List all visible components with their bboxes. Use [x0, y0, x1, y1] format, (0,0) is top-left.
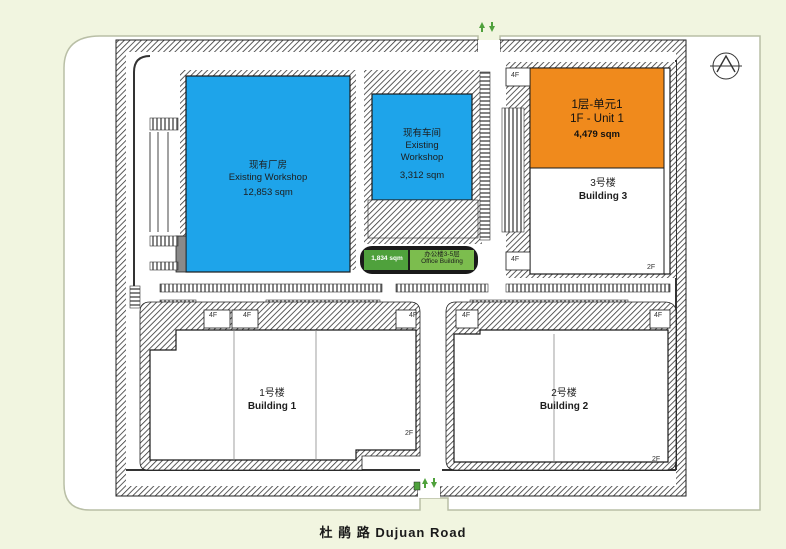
- building-1-floor-b: 4F: [243, 312, 252, 319]
- existing-workshop-large-shape: [149, 70, 356, 273]
- office-building-area: 1,834 sqm: [371, 255, 403, 262]
- existing-workshop-small-shape: [364, 70, 491, 244]
- office-building-name-cn: 办公楼3-5层: [424, 251, 460, 258]
- building-1-name-cn: 1号楼: [259, 388, 285, 399]
- building-2-floor-side: 2F: [652, 456, 661, 463]
- existing-workshop-large-label[interactable]: 现有厂房 Existing Workshop 12,853 sqm: [200, 160, 336, 199]
- building-1-floor-c: 4F: [409, 312, 418, 319]
- gate-south: [418, 482, 440, 498]
- building-3-unit-area: 4,479 sqm: [574, 128, 620, 140]
- building-3-name-en: Building 3: [578, 190, 628, 202]
- existing-workshop-large-name-cn: 现有厂房: [248, 160, 287, 171]
- building-1-shape: [139, 301, 421, 471]
- office-building-shape: [360, 246, 478, 274]
- existing-workshop-small-name-en: Existing: [405, 139, 439, 151]
- building-2-floor-b: 4F: [654, 312, 663, 319]
- existing-workshop-small-area: 3,312 sqm: [399, 169, 445, 181]
- north-arrow-icon: [710, 52, 742, 80]
- building-1-name-en: Building 1: [247, 400, 297, 412]
- building-3-unit-cn: 1层-单元1: [571, 99, 623, 111]
- existing-workshop-large-name-en: Existing Workshop: [228, 171, 308, 183]
- building-2-floor-a: 4F: [462, 312, 471, 319]
- building-3-floor-side: 2F: [647, 264, 656, 271]
- gate-south-post: [413, 481, 421, 491]
- existing-workshop-small-label[interactable]: 现有车间 Existing Workshop 3,312 sqm: [374, 128, 470, 182]
- existing-workshop-small-name-en-2: Workshop: [400, 151, 444, 163]
- building-2-name-en: Building 2: [539, 400, 589, 412]
- building-3-floor-bottom: 4F: [511, 256, 520, 263]
- building-1-floor-a: 4F: [209, 312, 218, 319]
- building-1-label[interactable]: 1号楼 Building 1: [222, 388, 322, 413]
- entrance-arrow-icon: [422, 22, 495, 488]
- gate-north: [478, 40, 500, 54]
- office-building-label[interactable]: 办公楼3-5层 Office Building: [410, 251, 474, 266]
- building-3-unit-en: 1F - Unit 1: [570, 113, 624, 126]
- building-2-label[interactable]: 2号楼 Building 2: [514, 388, 614, 413]
- building-3-label[interactable]: 3号楼 Building 3: [548, 178, 658, 203]
- building-3-floor-top: 4F: [511, 72, 520, 79]
- building-1-floor-side: 2F: [405, 430, 414, 437]
- building-3-shape: [501, 62, 676, 278]
- building-2-shape: [445, 301, 677, 471]
- building-2-name-cn: 2号楼: [551, 388, 577, 399]
- building-3-unit-1-label[interactable]: 1层-单元1 1F - Unit 1 4,479 sqm: [532, 98, 662, 141]
- building-3-name-cn: 3号楼: [590, 178, 616, 189]
- office-building-name-en: Office Building: [421, 258, 463, 266]
- existing-workshop-large-area: 12,853 sqm: [243, 186, 293, 198]
- road-label: 杜 鹃 路 Dujuan Road: [319, 525, 467, 540]
- existing-workshop-small-name-cn: 现有车间: [402, 128, 441, 139]
